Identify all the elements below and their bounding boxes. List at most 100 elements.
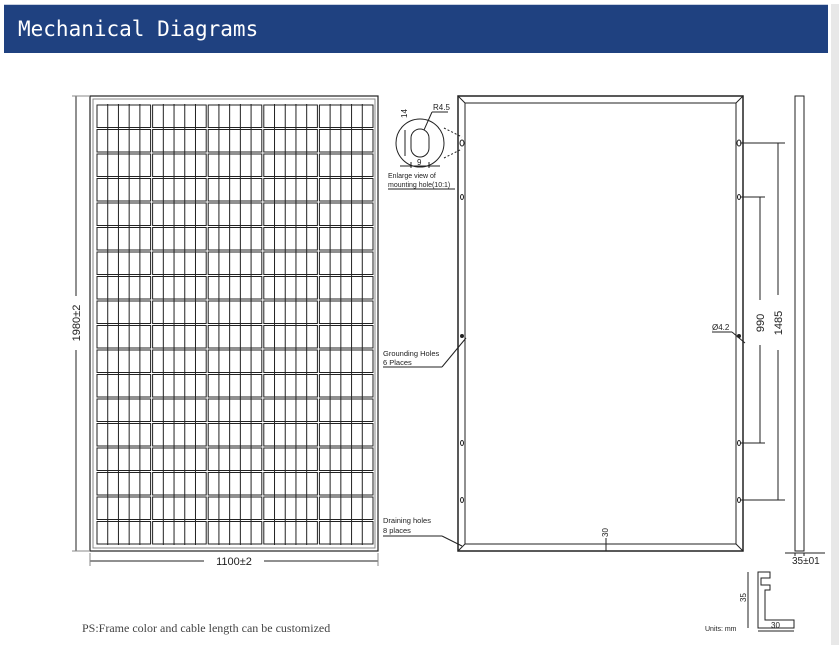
customization-note: PS:Frame color and cable length can be c…	[82, 621, 331, 635]
cell-string	[152, 300, 207, 324]
cell-string	[96, 496, 152, 520]
cell-string	[207, 472, 263, 496]
cell-string	[152, 227, 207, 251]
cell-string	[152, 349, 207, 373]
cell-string	[152, 202, 207, 226]
cell-string	[318, 129, 374, 153]
cell-string	[207, 423, 263, 447]
cell-string	[207, 153, 263, 177]
cell-string	[207, 300, 263, 324]
cell-string	[318, 276, 374, 300]
cell-string	[263, 472, 318, 496]
height-dimension: 1980±2	[71, 305, 83, 342]
cell-string	[152, 129, 207, 153]
cell-string	[263, 447, 318, 471]
cell-string	[318, 227, 374, 251]
dim-hole-diameter: Ø4.2	[712, 323, 730, 332]
units-label: Units: mm	[705, 626, 737, 633]
cell-string	[152, 398, 207, 422]
front-view: 1980±2 1100±2	[68, 95, 379, 568]
cell-string	[207, 178, 263, 202]
cell-string	[263, 178, 318, 202]
cell-string	[318, 153, 374, 177]
cell-string	[263, 129, 318, 153]
cell-string	[152, 104, 207, 128]
cell-string	[263, 202, 318, 226]
cell-string	[96, 227, 152, 251]
solar-cells	[96, 104, 374, 545]
cell-string	[318, 496, 374, 520]
cell-string	[152, 325, 207, 349]
cell-string	[207, 325, 263, 349]
dim-1485: 1485	[773, 311, 785, 335]
cell-string	[263, 300, 318, 324]
side-view: 35±01	[785, 95, 825, 567]
cell-string	[152, 374, 207, 398]
cell-string	[318, 472, 374, 496]
width-dimension: 1100±2	[216, 556, 252, 568]
hole-radius-label: R4.5	[433, 103, 450, 112]
cell-string	[318, 300, 374, 324]
cell-string	[96, 374, 152, 398]
cell-string	[318, 202, 374, 226]
cell-string	[152, 276, 207, 300]
cell-string	[152, 153, 207, 177]
cell-string	[96, 202, 152, 226]
cell-string	[152, 447, 207, 471]
cell-string	[207, 447, 263, 471]
dim-30: 30	[601, 528, 610, 537]
cell-string	[152, 521, 207, 545]
frame-profile: 35 30 Units: mm	[705, 571, 795, 633]
cell-string	[318, 104, 374, 128]
cell-string	[318, 447, 374, 471]
cell-string	[96, 153, 152, 177]
cell-string	[263, 325, 318, 349]
cell-string	[152, 496, 207, 520]
cell-string	[263, 104, 318, 128]
cell-string	[96, 398, 152, 422]
cell-string	[96, 325, 152, 349]
draining-label-2: 8 places	[383, 526, 411, 535]
cell-string	[152, 472, 207, 496]
cell-string	[96, 447, 152, 471]
cell-string	[96, 251, 152, 275]
cell-string	[318, 325, 374, 349]
profile-height: 35	[739, 593, 748, 602]
scroll-edge	[831, 4, 839, 645]
enlarge-label-2: mounting hole(10:1)	[388, 182, 450, 189]
draining-label-1: Draining holes	[383, 516, 431, 525]
cell-string	[96, 104, 152, 128]
cell-string	[96, 178, 152, 202]
cell-string	[263, 276, 318, 300]
cell-string	[152, 178, 207, 202]
cell-string	[152, 423, 207, 447]
cell-string	[207, 276, 263, 300]
cell-string	[207, 227, 263, 251]
cell-string	[318, 398, 374, 422]
cell-string	[318, 349, 374, 373]
back-view: R4.5 14 9 Enlarge view of mounting hole(…	[383, 95, 785, 552]
cell-string	[263, 398, 318, 422]
cell-string	[263, 496, 318, 520]
cell-string	[96, 276, 152, 300]
cell-string	[318, 423, 374, 447]
cell-string	[207, 521, 263, 545]
cell-string	[207, 202, 263, 226]
cell-string	[318, 374, 374, 398]
cell-string	[318, 251, 374, 275]
cell-string	[263, 349, 318, 373]
cell-string	[318, 521, 374, 545]
header-bar: Mechanical Diagrams	[4, 4, 828, 53]
grounding-label-1: Grounding Holes	[383, 349, 440, 358]
dim-990: 990	[755, 314, 767, 332]
cell-string	[96, 300, 152, 324]
cell-string	[152, 251, 207, 275]
cell-string	[207, 129, 263, 153]
cell-string	[96, 349, 152, 373]
cell-string	[96, 423, 152, 447]
cell-string	[263, 227, 318, 251]
cell-string	[207, 251, 263, 275]
thickness-label: 35±01	[792, 556, 820, 567]
cell-string	[318, 178, 374, 202]
profile-width: 30	[771, 621, 780, 630]
